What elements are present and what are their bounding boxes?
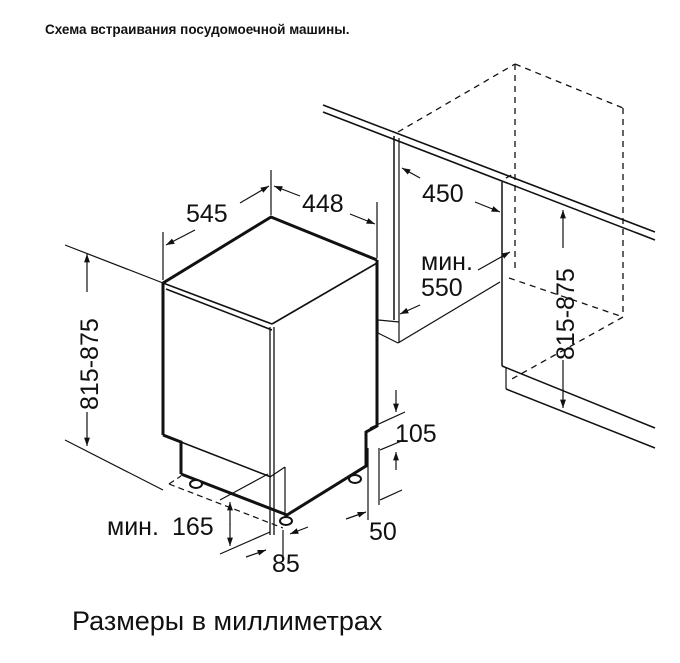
width-label: 448	[302, 190, 344, 218]
niche-height-label: 815-875	[552, 268, 580, 360]
units-note: Размеры в миллиметрах	[72, 606, 383, 636]
dimension-lines	[64, 167, 566, 560]
diagram-title: Схема встраивания посудомоечной машины.	[45, 22, 350, 37]
appliance-height-label: 815-875	[76, 318, 104, 410]
plinth-recess-label: 50	[369, 518, 397, 546]
dishwasher-drawing	[161, 215, 379, 535]
plinth-height-label: 105	[395, 420, 437, 448]
min-clearance-prefix: мин.	[107, 513, 159, 541]
min-clearance-label: 165	[172, 513, 214, 541]
niche-min-depth-prefix: мин.	[421, 248, 473, 276]
niche-width-label: 450	[422, 180, 464, 208]
depth-label: 545	[186, 200, 228, 228]
niche-drawing	[322, 63, 656, 449]
foot-offset-label: 85	[272, 550, 300, 578]
niche-min-depth-label: 550	[421, 274, 463, 302]
